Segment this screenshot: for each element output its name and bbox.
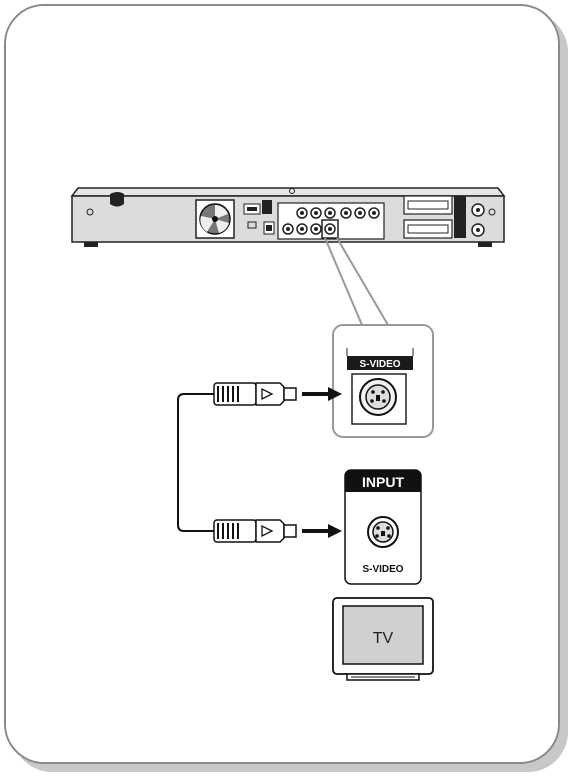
tv-jack-label: S-VIDEO [362, 564, 403, 575]
tv-input-header: INPUT [362, 474, 404, 490]
cooling-fan [195, 199, 235, 239]
tv-label: TV [373, 630, 394, 647]
s-video-plug-bottom [213, 519, 297, 543]
tv-input-panel [344, 469, 422, 585]
scart-connectors [403, 195, 466, 239]
arrow-bottom [302, 524, 342, 538]
s-video-cable [177, 393, 214, 532]
misc-connectors [243, 200, 275, 235]
tv-set [332, 597, 434, 681]
jack-callout [332, 324, 434, 438]
rf-connectors [471, 203, 496, 237]
callout-leader-lines [324, 237, 389, 326]
s-video-plug-top [213, 382, 297, 406]
jack-callout-label: S-VIDEO [359, 359, 400, 370]
av-jack-block [277, 202, 385, 240]
arrow-top [302, 387, 342, 401]
